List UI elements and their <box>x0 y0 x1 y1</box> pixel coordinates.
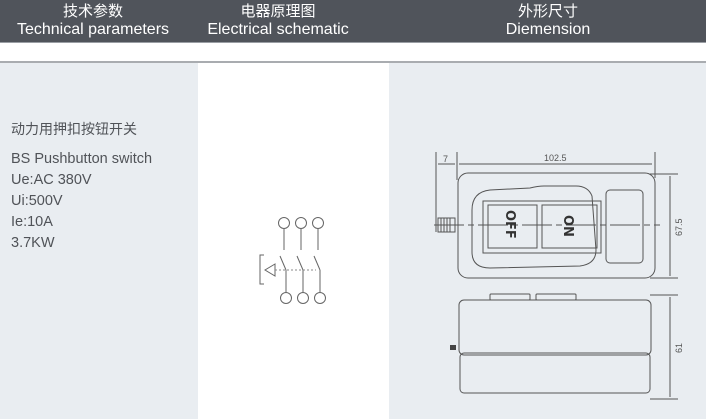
dim-width-label: 102.5 <box>544 153 567 163</box>
terminal-bottom-3 <box>314 292 326 304</box>
terminal-bottom-1 <box>280 292 292 304</box>
table-header: 技术参数 Technical parameters 电器原理图 Electric… <box>0 0 706 43</box>
terminal-top-2 <box>295 217 307 229</box>
schematic-panel <box>198 63 389 419</box>
pushbutton-triangle-icon <box>264 263 276 277</box>
header-cn: 外形尺寸 <box>517 2 578 20</box>
switch-contact-1 <box>279 255 287 271</box>
header-electrical-schematic: 电器原理图 Electrical schematic <box>196 0 360 42</box>
dim-height-label: 67.5 <box>674 218 684 236</box>
parameters-panel <box>0 63 198 419</box>
on-label: ON <box>560 215 575 237</box>
actuator-on-top <box>535 293 577 301</box>
header-cn: 电器原理图 <box>240 2 316 20</box>
dimension-panel <box>389 63 706 419</box>
actuator-bracket <box>259 254 264 285</box>
side-screw <box>450 345 456 350</box>
divider <box>0 61 706 63</box>
header-technical-parameters: 技术参数 Technical parameters <box>0 0 186 42</box>
dim-offset-label: 7 <box>443 154 448 164</box>
dimension-drawing: 7 102.5 67.5 61 OFF ON <box>434 152 684 400</box>
terminal-top-1 <box>278 217 290 229</box>
button-bezel <box>471 185 597 269</box>
product-title-cn: 动力用押扣按钮开关 <box>11 122 137 138</box>
switch-base-side <box>459 352 651 394</box>
switch-contact-3 <box>313 255 321 271</box>
switch-contact-2 <box>296 255 304 271</box>
header-en: Diemension <box>505 21 591 38</box>
off-label: OFF <box>502 210 517 239</box>
header-cn: 技术参数 <box>62 2 123 20</box>
header-dimension: 外形尺寸 Diemension <box>390 0 706 42</box>
actuator-off-top <box>489 293 531 301</box>
terminal-top-3 <box>312 217 324 229</box>
technical-parameters: 动力用押扣按钮开关 BS Pushbutton switch Ue:AC 380… <box>11 120 152 254</box>
param-line: BS Pushbutton switch <box>11 151 153 167</box>
param-line: 3.7KW <box>11 235 55 251</box>
header-en: Electrical schematic <box>207 21 349 38</box>
param-line: Ie:10A <box>11 214 53 230</box>
param-line: Ui:500V <box>11 193 63 209</box>
on-button <box>541 204 598 249</box>
electrical-schematic <box>259 217 326 304</box>
switch-body-side <box>458 299 652 356</box>
terminal-bottom-2 <box>297 292 309 304</box>
off-button <box>487 204 538 249</box>
param-line: Ue:AC 380V <box>11 172 92 188</box>
header-en: Technical parameters <box>16 21 170 38</box>
indicator-window <box>605 189 644 264</box>
dim-depth-label: 61 <box>674 343 684 353</box>
